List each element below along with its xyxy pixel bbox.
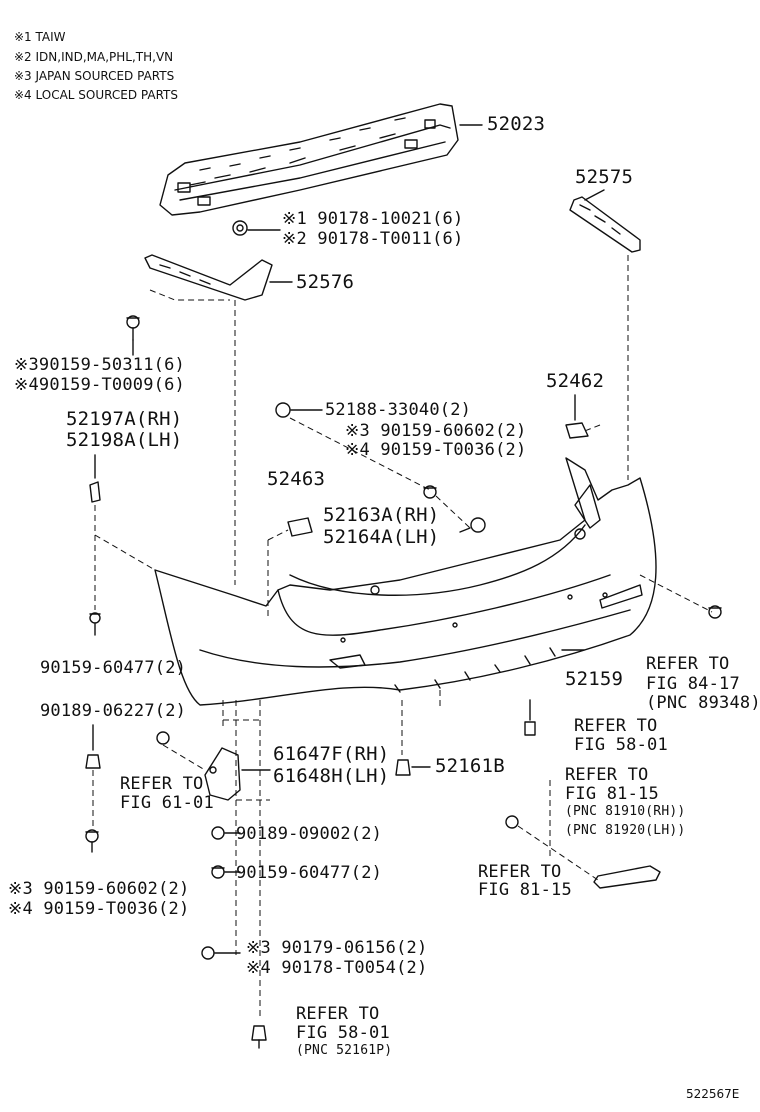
part-label-61648H: 61648H(LH) (273, 765, 390, 787)
part-label-90189-06227: 90189-06227(2) (40, 701, 187, 721)
part-label-52198A: 52198A(LH) (66, 429, 183, 451)
refer-label-81-15-b: REFER TO (478, 862, 562, 882)
retainer-52575 (569, 189, 641, 253)
nut-90178 (232, 220, 281, 236)
part-label-52463: 52463 (267, 468, 326, 490)
screw-90159-60477-a (89, 612, 101, 636)
bracket-61647F (204, 747, 271, 801)
refer-label-84-17: REFER TO (646, 654, 730, 674)
part-52163A (459, 517, 486, 533)
refer-label-58-01-a: REFER TO (574, 716, 658, 736)
part-label-90178-T0054: ※4 90178-T0054(2) (246, 958, 428, 978)
part-label-52576: 52576 (296, 271, 355, 293)
part-label-52164A: 52164A(LH) (323, 526, 440, 548)
part-label-90179-06156: ※3 90179-06156(2) (246, 938, 428, 958)
refer-fig-84-17: FIG 84-17 (646, 674, 740, 694)
nut-90179-06156 (201, 946, 241, 960)
refer-fig-81-15-b: FIG 81-15 (478, 880, 572, 900)
part-label-52163A: 52163A(RH) (323, 504, 440, 526)
pad-52462 (565, 394, 589, 439)
pad-52463 (287, 517, 313, 537)
part-ref-61-01 (156, 731, 170, 745)
legend-item-2: ※2 IDN,IND,MA,PHL,TH,VN (14, 50, 174, 64)
legend-item-4: ※4 LOCAL SOURCED PARTS (14, 88, 178, 102)
part-label-90178-10021: ※1 90178-10021(6) (282, 209, 464, 229)
refer-pnc-81910: (PNC 81910(RH)) (565, 804, 686, 819)
part-label-52188-33040: 52188-33040(2) (325, 400, 472, 420)
refer-fig-58-01-b: FIG 58-01 (296, 1023, 390, 1043)
refer-pnc-81920: (PNC 81920(LH)) (565, 823, 686, 838)
bumper-cover-52159 (154, 457, 657, 706)
part-label-90159-60602-a: ※3 90159-60602(2) (345, 421, 527, 441)
refer-pnc-89348: (PNC 89348) (646, 693, 760, 713)
nut-90189-09002 (211, 826, 241, 840)
refer-fig-61-01: FIG 61-01 (120, 793, 214, 813)
refer-label-58-01-b: REFER TO (296, 1004, 380, 1024)
refer-label-61-01: REFER TO (120, 774, 204, 794)
part-label-52023: 52023 (487, 113, 546, 135)
refer-pnc-52161P: (PNC 52161P) (296, 1043, 393, 1058)
reflector-81910 (505, 815, 661, 889)
diagram-id: 522567E (686, 1087, 740, 1101)
part-label-52161B: 52161B (435, 755, 505, 777)
part-label-52462: 52462 (546, 370, 605, 392)
legend-item-1: ※1 TAIW (14, 30, 66, 44)
part-label-90159-60477-a: 90159-60477(2) (40, 658, 187, 678)
fastener-89348 (708, 605, 722, 619)
part-label-90159-T0036-b: ※4 90159-T0036(2) (8, 899, 190, 919)
part-label-90189-09002: 90189-09002(2) (236, 824, 383, 844)
clip-52161B (395, 759, 431, 776)
clip-52197A (89, 454, 101, 503)
part-label-90159-50311: ※390159-50311(6) (14, 355, 185, 375)
screw-90159-60602-b (85, 829, 99, 853)
clip-52161P (251, 1025, 267, 1049)
part-label-90159-T0009: ※490159-T0009(6) (14, 375, 185, 395)
refer-fig-81-15-a: FIG 81-15 (565, 784, 659, 804)
legend-item-3: ※3 JAPAN SOURCED PARTS (14, 69, 175, 83)
screw-90159-60477-b (211, 865, 241, 879)
clip-52188 (275, 402, 323, 418)
bumper-reinforcement-52023 (159, 103, 483, 216)
part-label-90159-60602-b: ※3 90159-60602(2) (8, 879, 190, 899)
screw-90159-50311 (126, 315, 140, 356)
part-label-90159-60477-b: 90159-60477(2) (236, 863, 383, 883)
part-label-90159-T0036-a: ※4 90159-T0036(2) (345, 440, 527, 460)
part-label-52159: 52159 (565, 668, 624, 690)
refer-label-81-15-a: REFER TO (565, 765, 649, 785)
refer-fig-58-01-a: FIG 58-01 (574, 735, 668, 755)
screw-ref-58-01-a (524, 699, 536, 736)
part-label-61647F: 61647F(RH) (273, 743, 390, 765)
clip-90189-06227 (85, 724, 101, 769)
retainer-52576 (144, 254, 293, 301)
part-label-90178-T0011: ※2 90178-T0011(6) (282, 229, 464, 249)
part-label-52575: 52575 (575, 166, 634, 188)
part-label-52197A: 52197A(RH) (66, 408, 183, 430)
